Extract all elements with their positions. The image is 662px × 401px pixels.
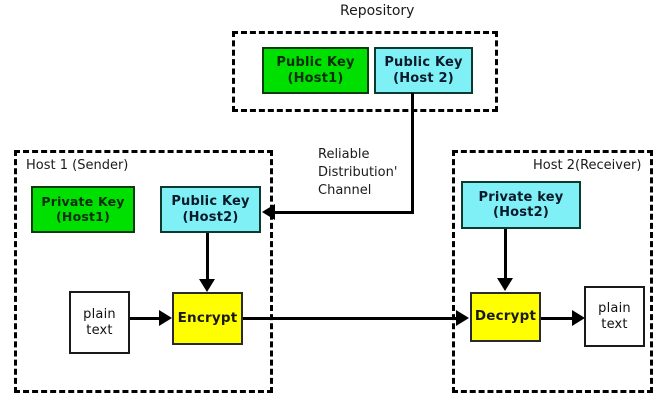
repo-public-key-host1-line1: Public Key — [276, 55, 355, 71]
host1-key-to-encrypt-arrowhead — [199, 279, 215, 292]
host1-public-key-host2-line1: Public Key — [171, 194, 250, 210]
repository-title: Repository — [340, 3, 415, 19]
distribution-channel-label: Reliable Distribution' Channel — [318, 146, 410, 200]
host2-container — [452, 150, 653, 393]
host2-plaintext-box: plain text — [584, 286, 645, 347]
encrypt-label: Encrypt — [177, 309, 238, 326]
host1-plaintext-line1: plain — [83, 307, 116, 323]
repo-public-key-host1: Public Key (Host1) — [262, 47, 369, 94]
ciphertext-line — [243, 317, 457, 320]
host2-title: Host 2(Receiver) — [533, 158, 642, 173]
repo-public-key-host2: Public Key (Host 2) — [374, 47, 473, 94]
distribution-channel-label-line3: Channel — [318, 182, 372, 198]
host2-plaintext-line1: plain — [598, 301, 631, 317]
host1-public-key-host2-line2: (Host2) — [182, 209, 239, 225]
host1-private-key-line1: Private Key — [41, 193, 125, 209]
encrypt-box: Encrypt — [172, 292, 243, 345]
ciphertext-arrowhead — [456, 310, 469, 326]
host1-plaintext-to-encrypt-arrowhead — [159, 310, 172, 326]
host1-title: Host 1 (Sender) — [26, 158, 129, 173]
host1-plaintext-box: plain text — [69, 291, 130, 354]
host1-private-key-line2: (Host1) — [56, 208, 110, 224]
repository-container — [232, 31, 498, 112]
host2-key-to-decrypt-line — [504, 229, 507, 279]
host2-private-key: Private key (Host2) — [461, 181, 581, 229]
host2-key-to-decrypt-arrowhead — [497, 278, 513, 291]
host2-decrypt-to-plaintext-arrowhead — [572, 310, 585, 326]
host1-plaintext-line2: text — [86, 322, 113, 338]
repo-public-key-host2-line1: Public Key — [384, 55, 463, 71]
host2-private-key-line2: (Host2) — [492, 205, 550, 220]
decrypt-label: Decrypt — [474, 308, 537, 325]
host1-private-key: Private Key (Host1) — [31, 186, 135, 233]
distribution-channel-label-line1: Reliable — [318, 147, 370, 162]
host2-private-key-line1: Private key — [478, 189, 564, 205]
distribution-channel-horizontal-line — [275, 211, 412, 214]
decrypt-box: Decrypt — [470, 292, 541, 342]
host2-decrypt-to-plaintext-line — [541, 317, 573, 320]
host1-plaintext-to-encrypt-line — [130, 317, 160, 320]
repo-public-key-host1-line2: (Host1) — [287, 70, 344, 86]
host1-container — [14, 150, 273, 393]
host2-plaintext-line2: text — [601, 316, 628, 332]
distribution-channel-label-line2: Distribution' — [318, 164, 398, 180]
distribution-channel-vertical-line — [411, 93, 414, 214]
host1-key-to-encrypt-line — [206, 233, 209, 280]
host1-public-key-host2: Public Key (Host2) — [160, 186, 261, 233]
repo-public-key-host2-line2: (Host 2) — [393, 70, 454, 86]
